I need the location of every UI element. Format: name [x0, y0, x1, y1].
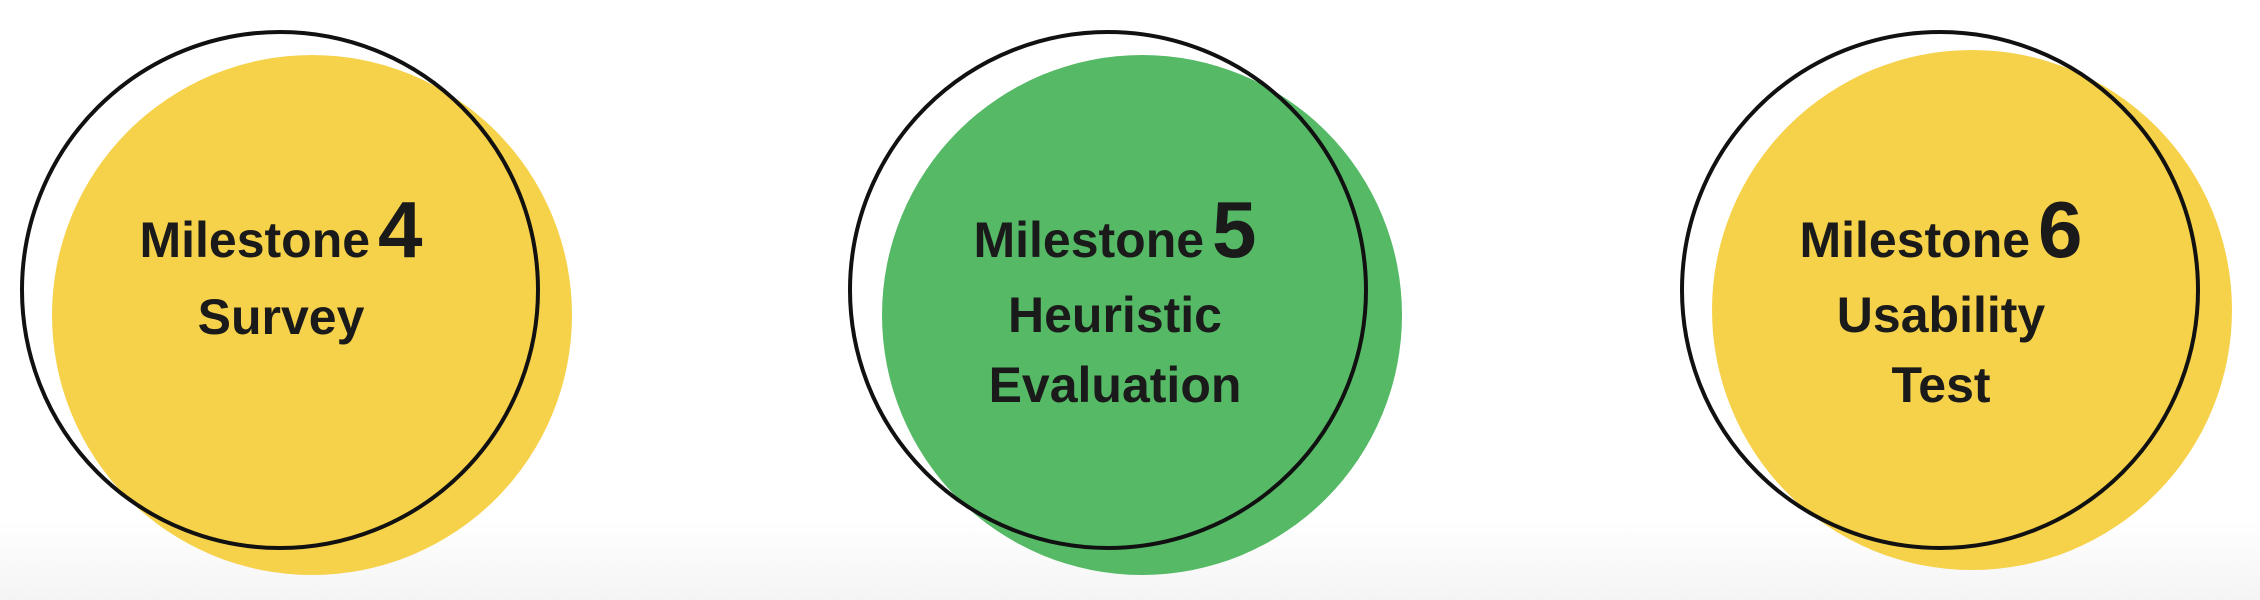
milestone-5-outline-circle — [848, 30, 1368, 550]
milestone-6-number: 6 — [2038, 185, 2083, 274]
milestone-4-word: Milestone — [139, 212, 371, 268]
milestone-4-number: 4 — [378, 185, 423, 274]
milestone-4-subtitle-line-1: Survey — [197, 289, 365, 345]
milestone-5-subtitle-line-1: Heuristic — [1008, 287, 1222, 343]
milestone-5-subtitle-line-2: Evaluation — [988, 357, 1242, 413]
milestone-6-word: Milestone — [1799, 212, 2031, 268]
milestone-5-number: 5 — [1212, 185, 1257, 274]
milestone-4-subtitle: Survey — [22, 282, 540, 352]
milestone-6-outline-circle — [1680, 30, 2200, 550]
milestone-5-word: Milestone — [973, 212, 1205, 268]
milestone-6-subtitle-line-2: Test — [1891, 357, 1991, 413]
milestone-6-subtitle-line-1: Usability — [1836, 287, 2046, 343]
milestone-4-outline-circle — [20, 30, 540, 550]
milestone-6-subtitle: Usability Test — [1682, 280, 2200, 420]
milestone-5-subtitle: Heuristic Evaluation — [850, 280, 1380, 420]
